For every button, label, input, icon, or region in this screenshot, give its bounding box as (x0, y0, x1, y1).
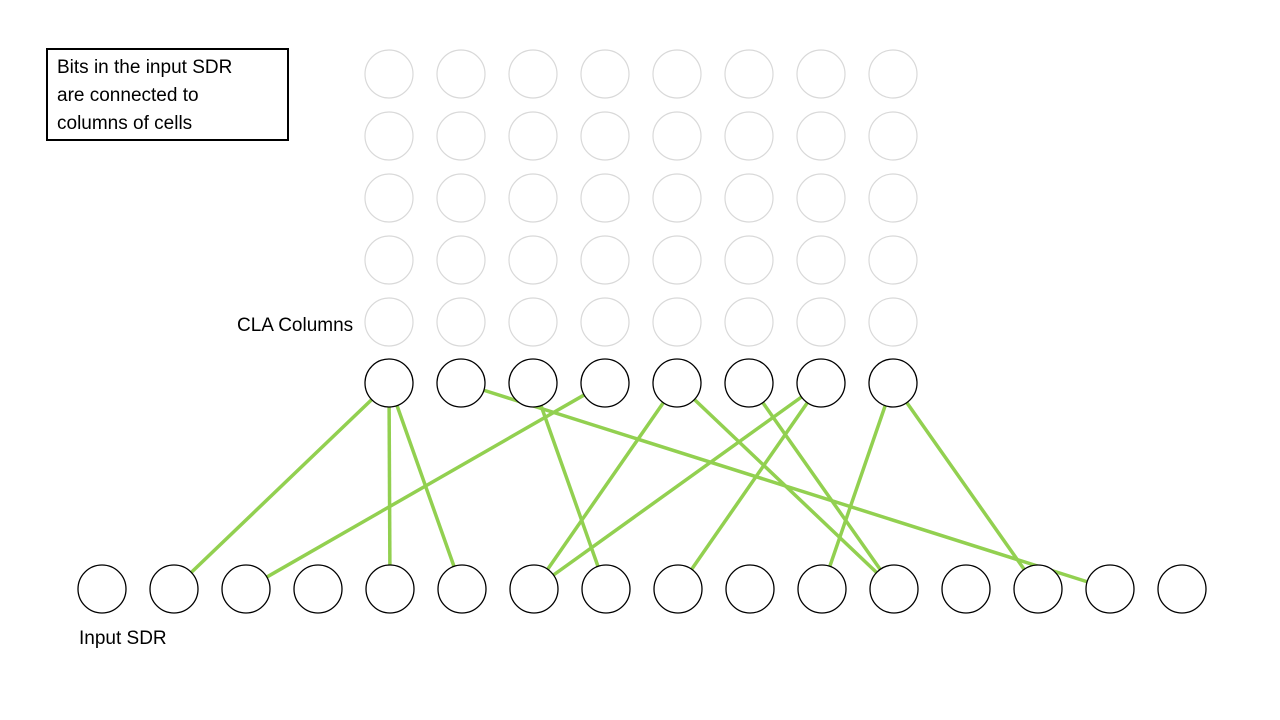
cla-columns-label: CLA Columns (237, 315, 354, 336)
cell-r2-c3 (580, 173, 630, 223)
cell-r3-c0 (364, 235, 414, 285)
input-bit-12 (941, 564, 991, 614)
cell-r2-c2 (508, 173, 558, 223)
cell-r1-c3 (580, 111, 630, 161)
cla-column-node-2 (508, 358, 558, 408)
input-sdr-label: Input SDR (79, 628, 167, 649)
cell-r1-c0 (364, 111, 414, 161)
cla-column-node-6 (796, 358, 846, 408)
cell-r3-c3 (580, 235, 630, 285)
cell-r3-c5 (724, 235, 774, 285)
cell-r4-c3 (580, 297, 630, 347)
cla-column-node-3 (580, 358, 630, 408)
connection-line-5 (265, 393, 586, 579)
cell-grid (364, 49, 918, 347)
cell-r0-c0 (364, 49, 414, 99)
input-bit-15 (1157, 564, 1207, 614)
cell-r4-c1 (436, 297, 486, 347)
cell-r4-c5 (724, 297, 774, 347)
cell-r1-c2 (508, 111, 558, 161)
cell-r3-c7 (868, 235, 918, 285)
cell-r4-c6 (796, 297, 846, 347)
cell-r0-c7 (868, 49, 918, 99)
connection-line-9 (552, 395, 803, 577)
input-bit-2 (221, 564, 271, 614)
cell-r4-c0 (364, 297, 414, 347)
input-bit-11 (869, 564, 919, 614)
cell-r0-c3 (580, 49, 630, 99)
connection-line-1 (387, 406, 392, 566)
input-bit-9 (725, 564, 775, 614)
cell-r0-c6 (796, 49, 846, 99)
input-bit-7 (581, 564, 631, 614)
callout-line-2: are connected to (57, 85, 199, 106)
cell-r4-c2 (508, 297, 558, 347)
input-bit-1 (149, 564, 199, 614)
input-bit-10 (797, 564, 847, 614)
input-bit-5 (437, 564, 487, 614)
cell-r2-c0 (364, 173, 414, 223)
explanation-callout: Bits in the input SDR are connected to c… (46, 48, 289, 141)
cell-r1-c5 (724, 111, 774, 161)
cell-r2-c5 (724, 173, 774, 223)
cell-r1-c1 (436, 111, 486, 161)
input-bit-8 (653, 564, 703, 614)
cla-column-node-0 (364, 358, 414, 408)
cell-r3-c2 (508, 235, 558, 285)
input-bit-3 (293, 564, 343, 614)
cell-r4-c4 (652, 297, 702, 347)
cell-r3-c4 (652, 235, 702, 285)
connection-line-6 (546, 401, 665, 571)
input-sdr-bits (77, 564, 1207, 614)
connection-line-10 (690, 401, 809, 571)
cell-r1-c7 (868, 111, 918, 161)
connection-line-8 (761, 401, 882, 571)
input-bit-13 (1013, 564, 1063, 614)
connection-lines (190, 388, 1088, 584)
cla-column-node-7 (868, 358, 918, 408)
cell-r0-c1 (436, 49, 486, 99)
cell-r3-c1 (436, 235, 486, 285)
cell-r3-c6 (796, 235, 846, 285)
callout-line-1: Bits in the input SDR (57, 57, 233, 78)
connection-line-4 (539, 405, 600, 567)
cell-r0-c4 (652, 49, 702, 99)
cell-r2-c1 (436, 173, 486, 223)
cla-column-node-4 (652, 358, 702, 408)
connection-line-0 (190, 398, 373, 574)
connection-line-11 (828, 405, 887, 567)
cla-column-node-5 (724, 358, 774, 408)
cell-r2-c4 (652, 173, 702, 223)
cla-column-node-1 (436, 358, 486, 408)
cla-column-nodes (364, 358, 918, 408)
connection-line-12 (905, 401, 1026, 571)
cell-r4-c7 (868, 297, 918, 347)
input-bit-14 (1085, 564, 1135, 614)
connection-line-7 (693, 398, 878, 574)
callout-line-3: columns of cells (57, 113, 193, 134)
cell-r2-c6 (796, 173, 846, 223)
cell-r0-c5 (724, 49, 774, 99)
cell-r1-c6 (796, 111, 846, 161)
input-bit-6 (509, 564, 559, 614)
cell-r2-c7 (868, 173, 918, 223)
input-bit-4 (365, 564, 415, 614)
cell-r0-c2 (508, 49, 558, 99)
input-bit-0 (77, 564, 127, 614)
cell-r1-c4 (652, 111, 702, 161)
